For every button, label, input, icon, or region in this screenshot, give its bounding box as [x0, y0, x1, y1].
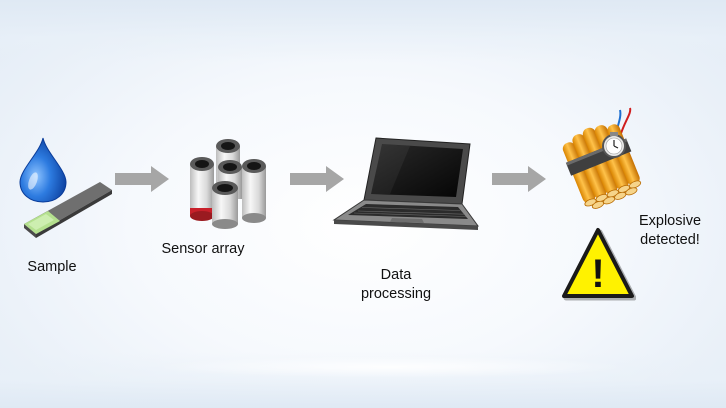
data-processing-label-line1: Data [380, 267, 412, 283]
background-band-top [0, 0, 726, 62]
droplet-icon [16, 136, 70, 204]
sample-label: Sample [27, 259, 77, 275]
arrow-right-icon [290, 166, 346, 192]
data-processing-label: Data processing [336, 266, 456, 304]
explosive-detected-label-line1: Explosive [638, 213, 702, 229]
arrow-right-icon [115, 166, 171, 192]
warning-symbol: ! [591, 252, 604, 296]
test-strip-icon [20, 180, 116, 240]
dynamite-icon [560, 104, 652, 216]
laptop-icon [330, 134, 482, 234]
arrow-right-icon [492, 166, 548, 192]
warning-icon: ! [560, 226, 636, 302]
explosive-detected-label: Explosive detected! [628, 212, 712, 250]
data-processing-label-line2: processing [360, 286, 432, 302]
background-shine [150, 356, 630, 378]
sensor-array-icon [184, 136, 270, 232]
sensor-array-label: Sensor array [161, 241, 245, 257]
explosive-detected-label-line2: detected! [640, 232, 700, 248]
